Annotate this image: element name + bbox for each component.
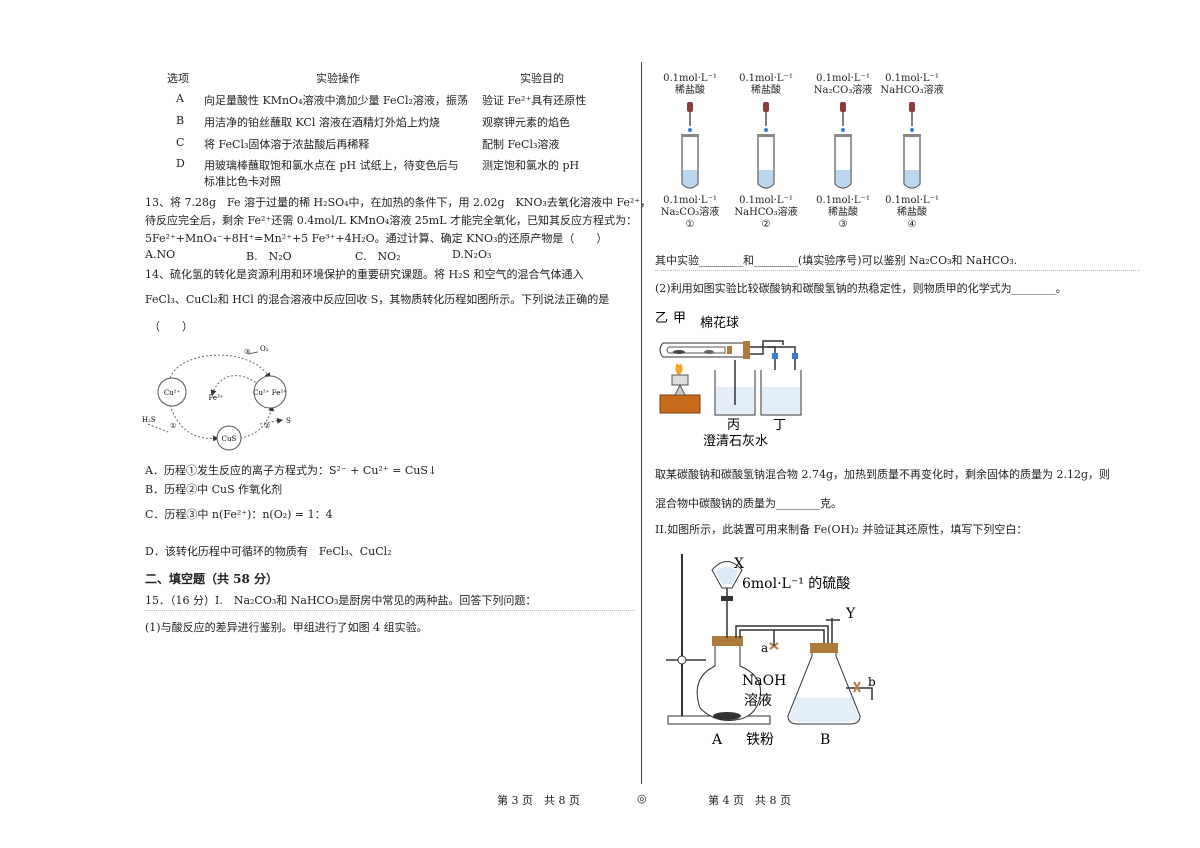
column-divider [641,62,642,784]
table-header-option: 选项 [167,72,189,85]
section-2-heading: 二、填空题（共 58 分） [145,572,279,586]
right-line-4: 混合物中碳酸钠的质量为________克。 [655,497,842,510]
label-clip-b: b [868,675,876,689]
q14-option-a: A．历程①发生反应的离子方程式为：S²⁻ + Cu²⁺ = CuS↓ [145,464,438,477]
thermal-stability-apparatus: 乙 甲 棉花球 丙 丁 澄清石灰水 [655,311,802,449]
iron-hydroxide-apparatus: X 6mol·L⁻¹ 的硫酸 Y a b NaOH 溶液 铁粉 A B [666,554,876,748]
h2s-label: H₂S [142,416,156,424]
table-header-operation: 实验操作 [316,72,360,85]
q14-line1: 14、硫化氢的转化是资源利用和环境保护的重要研究课题。将 H₂S 和空气的混合气… [145,268,584,281]
o2-label: O₂ [260,345,269,353]
test-tubes-drawing [681,101,922,189]
row-operation: 用玻璃棒蘸取饱和氯水点在 pH 试纸上，待变色后与 [204,159,459,172]
label-x: X [734,556,744,572]
label-cotton-ball: 棉花球 [700,315,739,331]
cus-label: CuS [222,435,237,443]
label-limewater: 澄清石灰水 [703,434,768,449]
row-purpose: 测定饱和氯水的 pH [482,159,580,172]
fe3-label: Fe³⁺ [208,394,223,402]
q13-option-d: D.N₂O₃ [452,248,492,261]
row-purpose: 观察钾元素的焰色 [482,116,570,129]
q15-line1: 15．（16 分）I. Na₂CO₃和 NaHCO₃是厨房中常见的两种盐。回答下… [145,594,537,607]
q13-line3: 5Fe²⁺+MnO₄⁻+8H⁺=Mn²⁺+5 Fe³⁺+4H₂O。通过计算、确定… [145,232,608,245]
row-option: D [176,157,185,170]
right-line-5: II.如图所示，此装置可用来制备 Fe(OH)₂ 并验证其还原性，填写下列空白： [655,523,1028,536]
step2-label: ② [264,422,270,430]
row-purpose: 验证 Fe²⁺具有还原性 [482,94,587,107]
q13-line2: 待反应完全后，剩余 Fe²⁺还需 0.4mol/L KMnO₄溶液 25mL 才… [145,214,638,227]
q13-option-a: A.NO [145,248,176,261]
label-solution: 溶液 [744,693,772,709]
footer-page-4: 第 4 页 共 8 页 [708,794,791,807]
q14-line3: （ ） [149,320,193,333]
footer-page-3: 第 3 页 共 8 页 [497,794,580,807]
table-header-purpose: 实验目的 [520,72,564,85]
q14-option-b: B．历程②中 CuS 作氧化剂 [145,483,283,496]
row-option: C [176,136,185,149]
q13-option-c: C. NO₂ [355,250,401,263]
row-operation: 将 FeCl₃固体溶于浓盐酸后再稀释 [204,138,370,151]
q14-option-d: D．该转化历程中可循环的物质有 FeCl₃、CuCl₂ [145,545,392,558]
row-operation: 用洁净的铂丝蘸取 KCl 溶液在酒精灯外焰上灼烧 [204,116,440,129]
label-jia: 甲 [673,311,686,326]
row-option: A [176,92,184,105]
cu-ion-label: Cu²⁺ [164,389,181,397]
label-flask-a: A [711,732,723,748]
cu-fe-label: Cu²⁺ Fe²⁺ [253,389,287,397]
q15-line2: (1)与酸反应的差异进行鉴别。甲组进行了如图 4 组实验。 [145,621,428,634]
label-flask-b: B [820,732,830,748]
right-line-2: (2)利用如图实验比较碳酸钠和碳酸氢钠的热稳定性，则物质甲的化学式为______… [655,282,1067,295]
label-clip-a: a [761,641,768,655]
conversion-cycle-diagram: Cu²⁺ Cu²⁺ Fe²⁺ CuS Fe³⁺ O₂ ③ H₂S ① ② S [142,345,291,451]
sulfur-label: S [286,417,291,425]
label-y: Y [845,606,856,622]
row-operation-continued: 标准比色卡对照 [204,175,281,188]
label-bing: 丙 [727,418,740,433]
q14-line2: FeCl₃、CuCl₂和 HCl 的混合溶液中反应回收 S，其物质转化历程如图所… [145,293,610,306]
q13-option-b: B. N₂O [246,250,292,263]
row-purpose: 配制 FeCl₃溶液 [482,138,560,151]
label-yi: 乙 [655,311,668,326]
step3-label: ③ [244,348,250,356]
row-option: B [176,114,185,127]
label-naoh: NaOH [742,673,786,689]
right-line-3: 取某碳酸钠和碳酸氢钠混合物 2.74g，加热到质量不再变化时，剩余固体的质量为 … [655,468,1111,481]
label-iron-powder: 铁粉 [746,732,774,748]
q14-option-c: C．历程③中 n(Fe²⁺)：n(O₂) = 1：4 [145,508,333,521]
step1-label: ① [170,422,176,430]
label-ding: 丁 [773,418,786,433]
q13-line1: 13、将 7.28g Fe 溶于过量的稀 H₂SO₄中，在加热的条件下，用 2.… [145,196,652,209]
right-line-1: 其中实验________和________(填实验序号)可以鉴别 Na₂CO₃和… [655,254,1018,267]
row-operation: 向足量酸性 KMnO₄溶液中滴加少量 FeCl₂溶液，振荡 [204,94,468,107]
footer-center-mark: ◎ [637,792,647,805]
label-sulfuric-acid: 6mol·L⁻¹ 的硫酸 [742,576,850,592]
